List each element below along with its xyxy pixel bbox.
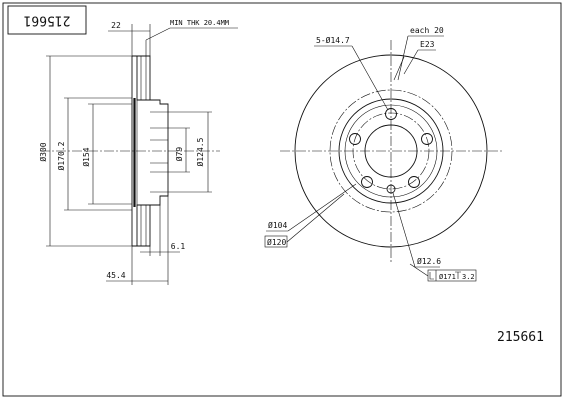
dim-dia-171: Ø171 xyxy=(439,273,456,281)
part-number-label: 215661 xyxy=(497,330,544,345)
outer-circle xyxy=(294,54,488,248)
dim-dia-outer: Ø300 xyxy=(38,142,48,161)
dim-depth-32: 3.2 xyxy=(462,273,475,281)
dim-dia-126: Ø12.6 xyxy=(417,256,441,266)
part-number-rotated: 215661 xyxy=(24,13,71,28)
locator-hole xyxy=(386,184,396,194)
dim-dia-79: Ø79 xyxy=(174,147,184,162)
note-pcd-pattern: 5-Ø14.7 xyxy=(316,35,350,45)
plate-upper xyxy=(136,55,151,101)
bolt-hole-2 xyxy=(421,133,433,145)
note-min-thickness: MIN THK 20.4MM xyxy=(170,19,229,27)
front-annotations: 5-Ø14.7 each 20 E23 Ø104 Ø120 Ø12.6 Ø171… xyxy=(264,26,477,282)
dim-dia-154: Ø154 xyxy=(81,147,91,166)
side-view xyxy=(40,55,220,247)
hat-inner-circle xyxy=(344,104,438,198)
dim-hat-height: 45.4 xyxy=(106,271,125,280)
dim-dia-120: Ø120 xyxy=(267,237,286,247)
front-view xyxy=(280,40,502,262)
side-dimensions: Ø300 Ø170.2 Ø154 Ø79 Ø124.5 22 MIN THK 2… xyxy=(38,19,238,285)
drawing-frame xyxy=(2,2,562,397)
counterbore-symbol-icon xyxy=(429,272,434,280)
dim-width-22: 22 xyxy=(111,21,121,30)
dim-dia-170: Ø170.2 xyxy=(56,141,66,170)
bolt-hole-3 xyxy=(408,176,420,188)
plate-lower xyxy=(136,204,151,247)
bolt-hole-5 xyxy=(349,133,361,145)
dim-dia-104: Ø104 xyxy=(268,220,287,230)
note-material: E23 xyxy=(420,40,435,49)
hat-outline xyxy=(150,99,169,206)
part-number-box: 215661 xyxy=(7,5,87,35)
bolt-hole-4 xyxy=(361,176,373,188)
dim-offset-61: 6.1 xyxy=(171,242,186,251)
dim-dia-124: Ø124.5 xyxy=(195,137,205,166)
bolt-hole-1 xyxy=(385,108,397,120)
note-angle: each 20 xyxy=(410,26,444,35)
counterbore-box xyxy=(427,269,477,282)
depth-symbol-icon xyxy=(455,271,461,279)
